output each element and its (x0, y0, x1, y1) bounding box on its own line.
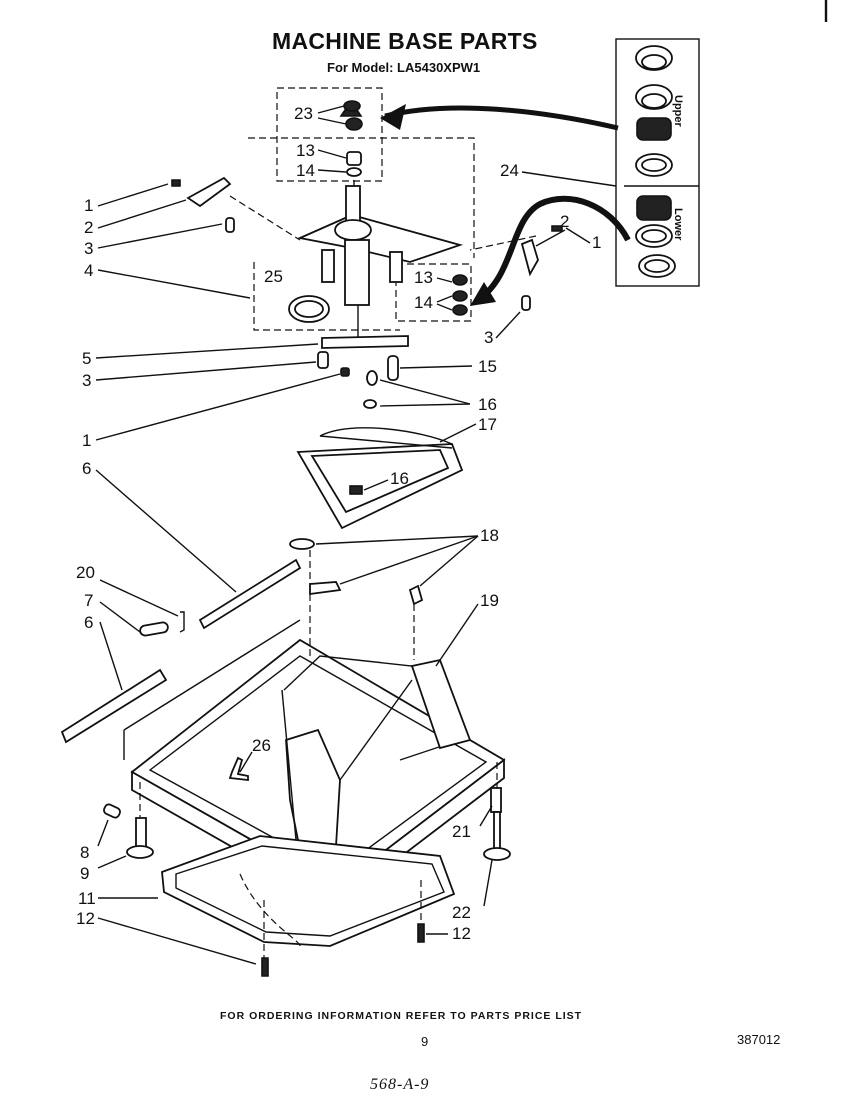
right-bracket-parts (520, 225, 563, 311)
callout-2-right: 2 (560, 212, 570, 231)
upper-bearings-label: Upper (672, 95, 684, 127)
callout-18: 18 (480, 526, 499, 545)
drive-outline-left (253, 262, 400, 331)
callout-22: 22 (452, 903, 471, 922)
part-26-clip (228, 756, 249, 782)
part-17-support-frame (296, 427, 464, 530)
upper-bearings (635, 45, 673, 177)
parts-5-3-15 (317, 335, 409, 409)
parts-6-20-7 (60, 558, 302, 744)
callout-12-right: 12 (452, 924, 471, 943)
bearing-group-box (276, 87, 383, 182)
transmission-assembly (297, 185, 464, 340)
drive-outline-top (248, 137, 475, 258)
callout-3-right: 3 (484, 328, 494, 347)
callout-8: 8 (80, 843, 90, 862)
lower-big-arrow-head (470, 282, 496, 306)
callout-16-lower: 16 (390, 469, 409, 488)
callout-26: 26 (252, 736, 271, 755)
callout-19: 19 (480, 591, 499, 610)
callout-7: 7 (84, 591, 94, 610)
upper-big-arrow-head (380, 104, 406, 130)
callout-1: 1 (84, 196, 94, 215)
part-11-base-pan (161, 835, 456, 947)
callout-23: 23 (294, 104, 313, 123)
callout-13-lower: 13 (414, 268, 433, 287)
document-number: 387012 (737, 1032, 781, 1047)
callout-2: 2 (84, 218, 94, 237)
callout-17: 17 (478, 415, 497, 434)
left-bracket-parts (171, 176, 235, 233)
callout-15: 15 (478, 357, 497, 376)
callout-11: 11 (78, 889, 96, 908)
callout-20: 20 (76, 563, 95, 582)
callout-13: 13 (296, 141, 315, 160)
callout-5: 5 (82, 349, 92, 368)
lower-bearings (635, 195, 676, 278)
bearing-parts-23-13-14 (339, 100, 363, 196)
callout-14: 14 (296, 161, 315, 180)
callout-4: 4 (84, 261, 94, 280)
ordering-note: FOR ORDERING INFORMATION REFER TO PARTS … (220, 1010, 583, 1022)
callout-9: 9 (80, 864, 90, 883)
callout-3-mid: 3 (82, 371, 92, 390)
leader-lines (95, 105, 617, 965)
page-number: 9 (421, 1034, 429, 1049)
lower-big-arrow (476, 195, 631, 303)
part-18-brackets (289, 538, 424, 606)
callout-3: 3 (84, 239, 94, 258)
page-title: MACHINE BASE PARTS (272, 28, 538, 54)
lower-bearing-group-box (395, 263, 472, 322)
callout-1-mid: 1 (82, 431, 92, 450)
callout-16: 16 (478, 395, 497, 414)
callout-21: 21 (452, 822, 471, 841)
callout-6-lower: 6 (84, 613, 94, 632)
callout-24: 24 (500, 161, 519, 180)
screw-12-right (417, 923, 425, 943)
lower-bearing-parts (452, 274, 468, 316)
handwritten-reference: 568-A-9 (370, 1076, 430, 1093)
callout-12: 12 (76, 909, 95, 928)
callout-6: 6 (82, 459, 92, 478)
upper-big-arrow (384, 105, 619, 131)
leveling-feet (103, 787, 511, 861)
model-subtitle: For Model: LA5430XPW1 (327, 60, 481, 75)
bearing-inset-box (615, 38, 700, 287)
callout-1-right: 1 (592, 233, 602, 252)
callout-25: 25 (264, 267, 283, 286)
screw-12-left (261, 957, 269, 977)
callout-14-lower: 14 (414, 293, 433, 312)
lower-bearings-label: Lower (672, 208, 684, 241)
assembly-dash-lines (139, 195, 537, 958)
